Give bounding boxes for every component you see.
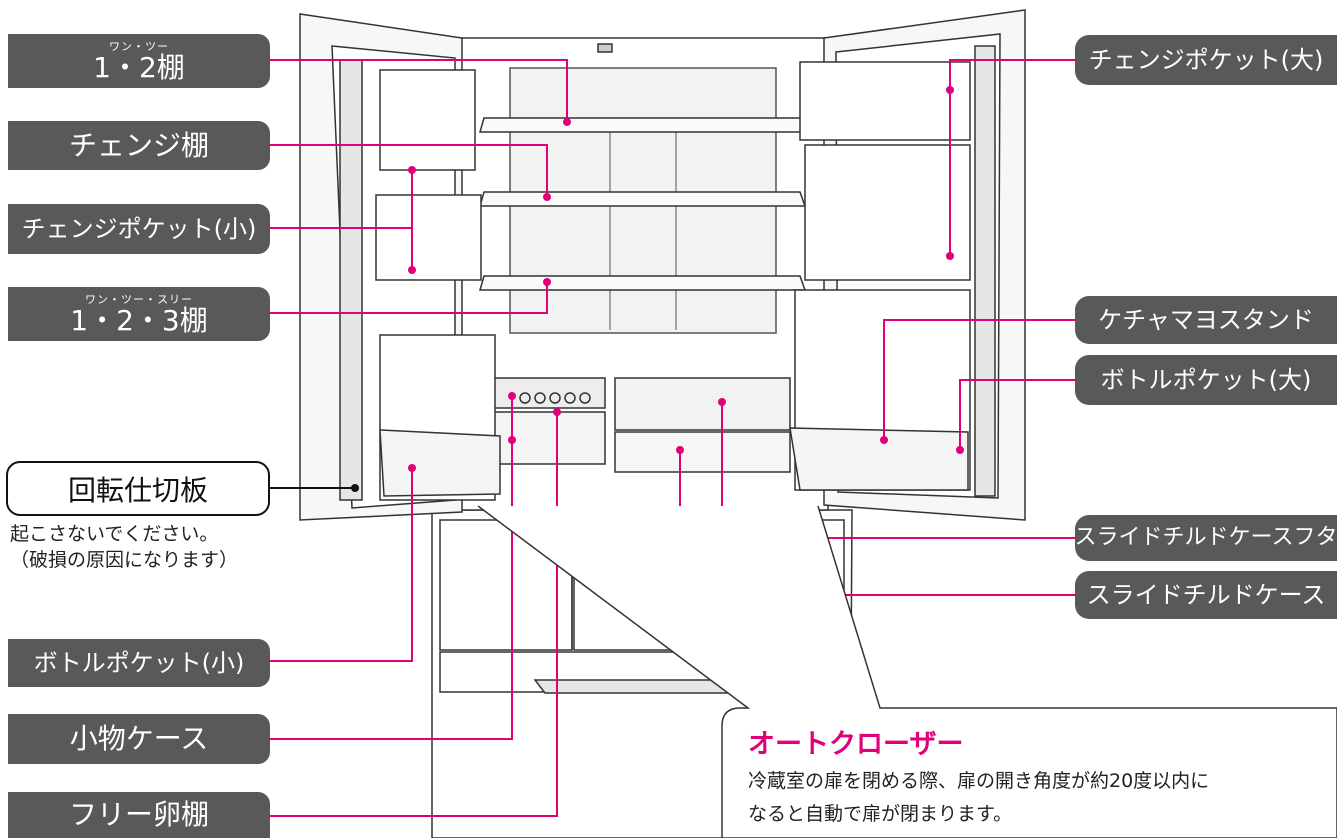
label-shelf-1-2-ruby: ワン・ツー: [108, 39, 169, 53]
label-ketchup-mayo-stand: ケチャマヨスタンド: [1075, 296, 1337, 344]
left-door: [299, 13, 501, 521]
label-change-pocket-small-text: チェンジポケット(小): [21, 215, 257, 243]
label-change-pocket-large: チェンジポケット(大): [1075, 35, 1337, 85]
label-bottle-pocket-small: ボトルポケット(小): [8, 639, 270, 687]
label-change-shelf-text: チェンジ棚: [68, 128, 209, 162]
auto-closer-description: 冷蔵室の扉を閉める際、扉の開き角度が約20度以内に なると自動で扉が閉まります。: [748, 765, 1209, 832]
label-shelf-1-2-3-ruby: ワン・ツー・スリー: [84, 292, 193, 306]
auto-closer-line-1: 冷蔵室の扉を閉める際、扉の開き角度が約20度以内に: [748, 770, 1210, 792]
label-slide-chilled-case: スライドチルドケース: [1075, 571, 1337, 619]
label-shelf-1-2-3-text: 1・2・3棚: [70, 303, 208, 337]
label-rotating-partition: 回転仕切板: [6, 461, 270, 516]
label-slide-chilled-case-text: スライドチルドケース: [1086, 581, 1326, 609]
auto-closer-title: オートクローザー: [748, 729, 964, 760]
partition-dot: [351, 484, 359, 492]
label-change-pocket-small: チェンジポケット(小): [8, 204, 270, 254]
right-door: [789, 9, 1026, 521]
label-change-pocket-large-text: チェンジポケット(大): [1088, 46, 1324, 74]
rotating-note-line-2: （破損の原因になります）: [10, 548, 239, 571]
rotating-partition-note: 起こさないでください。 （破損の原因になります）: [10, 522, 238, 573]
label-rotating-partition-text: 回転仕切板: [67, 473, 208, 507]
label-change-shelf: チェンジ棚: [8, 121, 270, 170]
label-small-item-case: 小物ケース: [8, 714, 270, 764]
label-small-item-case-text: 小物ケース: [69, 722, 209, 755]
auto-closer-callout-shape: [477, 505, 1337, 838]
label-free-egg-shelf-text: フリー卵棚: [68, 798, 209, 831]
rotating-note-line-1: 起こさないでください。: [10, 523, 219, 545]
auto-closer-line-2: なると自動で扉が閉まります。: [748, 803, 1013, 826]
label-ketchup-mayo-stand-text: ケチャマヨスタンド: [1098, 306, 1314, 334]
label-shelf-1-2-text: 1・2棚: [93, 50, 185, 84]
label-slide-chilled-lid-text: スライドチルドケースフタ: [1074, 525, 1337, 550]
label-shelf-1-2-3: ワン・ツー・スリー 1・2・3棚: [8, 287, 270, 341]
label-bottle-pocket-large-text: ボトルポケット(大): [1100, 366, 1312, 394]
label-slide-chilled-lid: スライドチルドケースフタ: [1075, 515, 1337, 561]
label-shelf-1-2: ワン・ツー 1・2棚: [8, 34, 270, 88]
label-bottle-pocket-small-text: ボトルポケット(小): [33, 649, 245, 677]
label-bottle-pocket-large: ボトルポケット(大): [1075, 355, 1337, 405]
leader-dots: [408, 86, 964, 472]
label-free-egg-shelf: フリー卵棚: [8, 792, 270, 838]
fridge-cabinet: [457, 37, 829, 511]
